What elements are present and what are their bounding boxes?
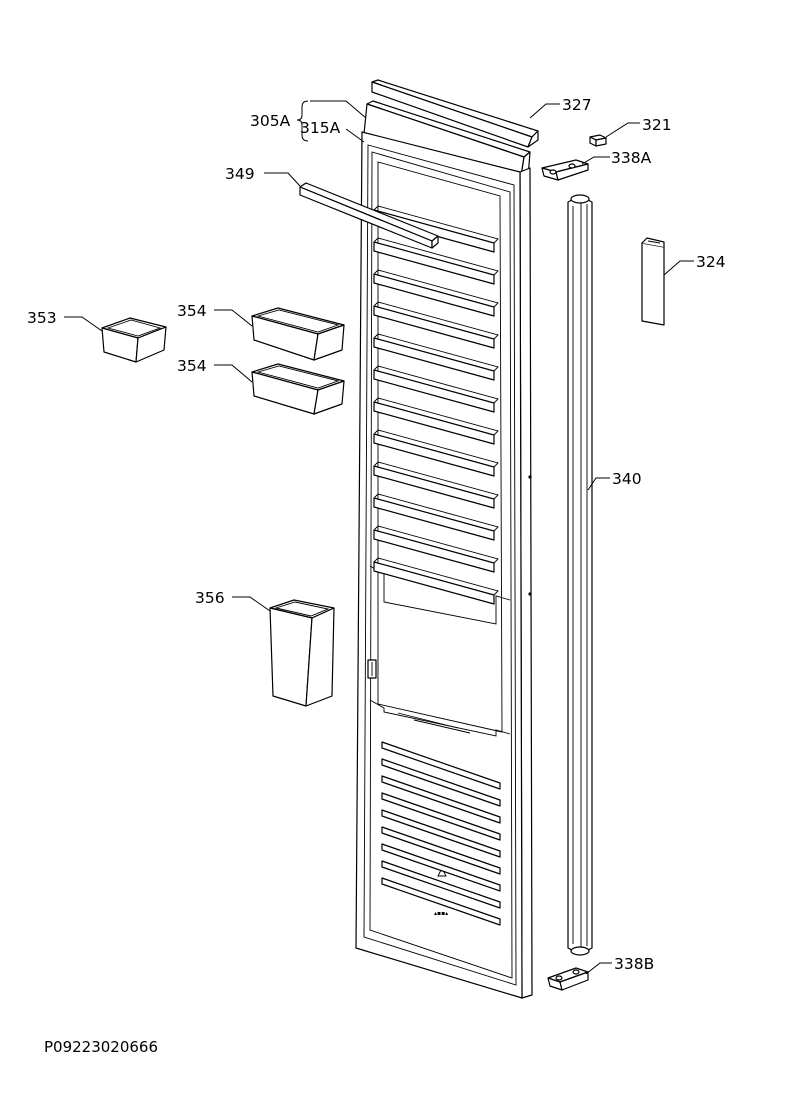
door-shelf-rail <box>373 529 495 573</box>
door-louvres <box>381 741 501 926</box>
callout-305A: 305A <box>250 112 291 130</box>
tall-bin <box>269 599 335 707</box>
door-shelf-rail-edge <box>373 525 499 564</box>
callout-324: 324 <box>696 253 726 271</box>
door-shelf-rail <box>373 337 495 381</box>
door-louvre <box>381 860 501 909</box>
door-shelf-rail <box>373 369 495 413</box>
door-louvre <box>381 775 501 824</box>
door-louvre <box>381 792 501 841</box>
door-shelf-rail <box>373 497 495 541</box>
callout-356: 356 <box>195 589 225 607</box>
callout-340: 340 <box>612 470 642 488</box>
door-shelf-rails <box>373 205 499 605</box>
small-bin <box>101 317 167 363</box>
door-shelf-rail <box>373 305 495 349</box>
drawing-code: P09223020666 <box>44 1038 158 1056</box>
side-panel <box>641 237 665 326</box>
door-gasket <box>567 194 593 956</box>
door-shelf-rail-edge <box>373 461 499 500</box>
callout-327: 327 <box>562 96 592 114</box>
door-shelf-rail-edge <box>373 365 499 404</box>
callout-354-upper: 354 <box>177 302 207 320</box>
door-louvre <box>381 843 501 892</box>
door-shelf-rail-edge <box>373 301 499 340</box>
door-shelf-rail <box>373 401 495 445</box>
door-shelf-rail-edge <box>373 429 499 468</box>
top-trim-strip <box>371 79 539 148</box>
door-shelf-rail-edge <box>373 237 499 276</box>
door-shelf-rail <box>373 273 495 317</box>
door-shelf-rail-edge <box>373 333 499 372</box>
door-louvre <box>381 809 501 858</box>
door-shelf-rail <box>373 465 495 509</box>
leader-lines <box>64 100 694 975</box>
door-shelf-rail-edge <box>373 557 499 596</box>
callout-349: 349 <box>225 165 255 183</box>
callout-354-lower: 354 <box>177 357 207 375</box>
callout-338B: 338B <box>614 955 654 973</box>
bottom-hinge-bracket <box>547 967 589 991</box>
door-louvre <box>381 877 501 926</box>
door-bin-lower <box>251 363 345 415</box>
shelf-rail <box>299 182 439 249</box>
callout-321: 321 <box>642 116 672 134</box>
svg-text:▴▪▪▴: ▴▪▪▴ <box>434 910 448 917</box>
callout-338A: 338A <box>611 149 652 167</box>
top-hinge-bracket <box>541 159 589 181</box>
door-louvre <box>381 758 501 807</box>
small-cap <box>589 134 607 147</box>
callout-315A: 315A <box>300 119 341 137</box>
door-shelf-rail-edge <box>373 205 499 244</box>
door-shelf-rail-edge <box>373 493 499 532</box>
door-bin-upper <box>251 307 345 361</box>
door-shelf-rail <box>373 561 495 605</box>
door-shelf-rail-edge <box>373 269 499 308</box>
callout-labels: 305A 315A 327 321 338A 349 324 353 354 3… <box>27 96 726 973</box>
callout-353: 353 <box>27 309 57 327</box>
door-shelf-rail-edge <box>373 397 499 436</box>
door-shelf-rail <box>373 241 495 285</box>
door-louvre <box>381 826 501 875</box>
door-louvre <box>381 741 501 790</box>
door-shelf-rail <box>373 433 495 477</box>
